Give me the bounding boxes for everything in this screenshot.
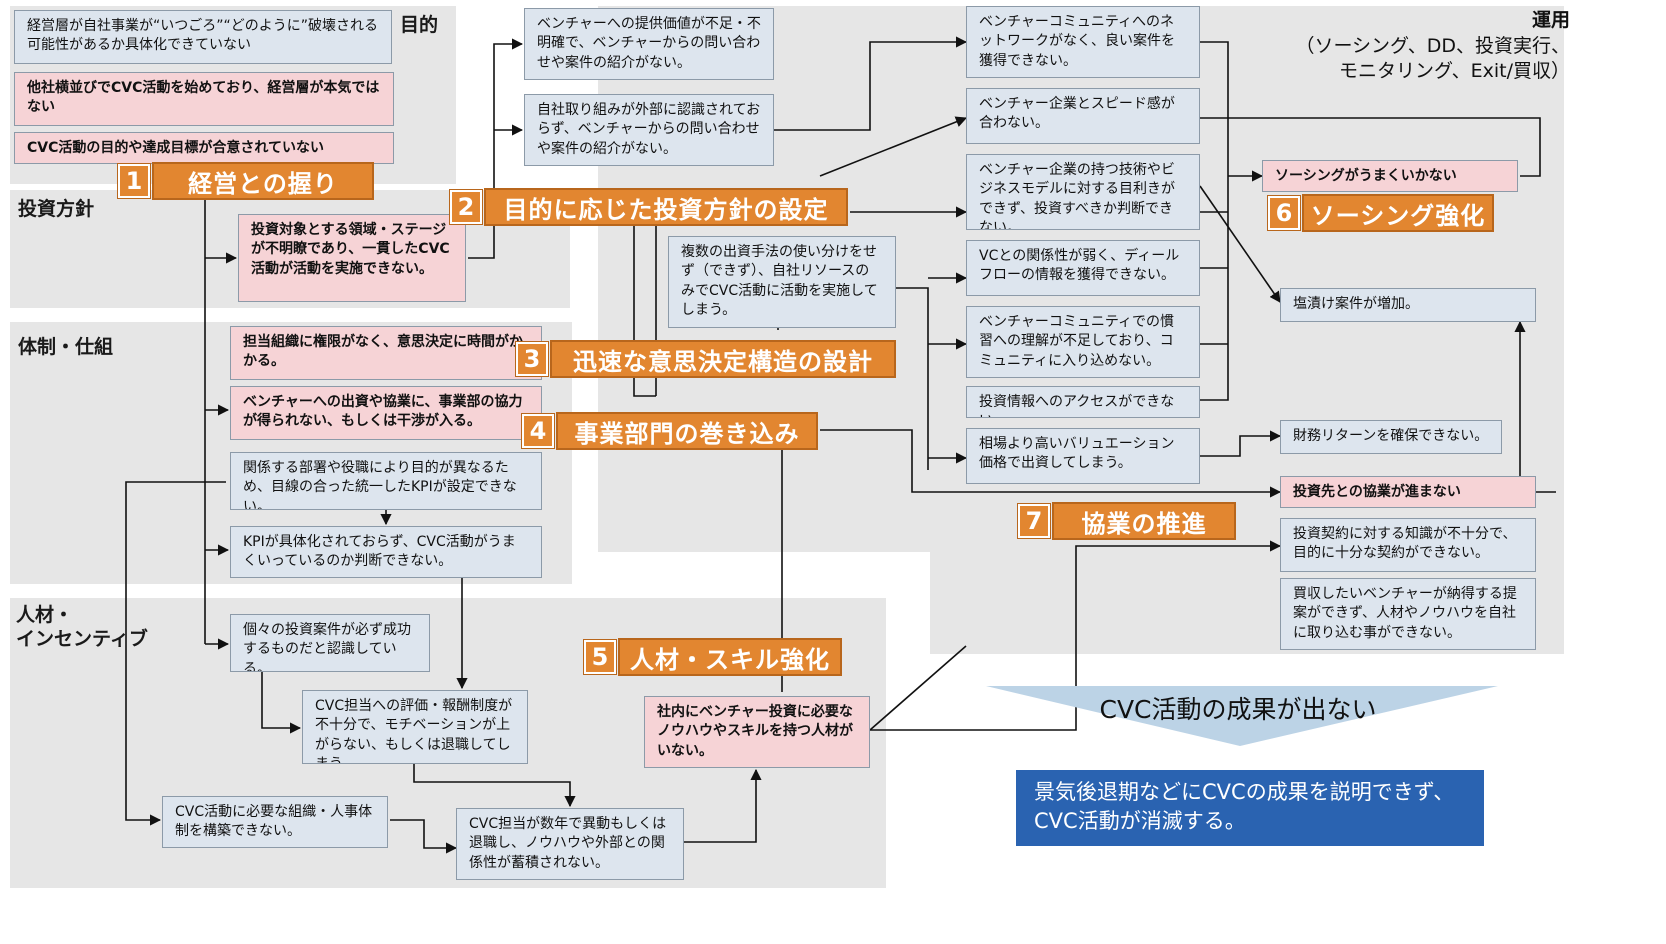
box-talent-4: CVC担当が数年で異動もしくは退職し、ノウハウや外部との関係性が蓄積されない。 bbox=[456, 808, 684, 880]
box-structure-1: 担当組織に権限がなく、意思決定に時間がかかる。 bbox=[230, 326, 542, 380]
region-label-purpose: 目的 bbox=[400, 14, 439, 36]
banner-1-number: 1 bbox=[117, 163, 151, 199]
box-structure-3: 関係する部署や役職により目的が異なるため、目線の合った統一したKPIが設定できな… bbox=[230, 452, 542, 510]
box-ops-5: ベンチャーコミュニティでの慣習への理解が不足しており、コミュニティに入り込めない… bbox=[966, 306, 1200, 378]
banner-4-number: 4 bbox=[521, 413, 555, 449]
box-ops-1: ベンチャーコミュニティへのネットワークがなく、良い案件を獲得できない。 bbox=[966, 6, 1200, 78]
region-label-operations: 運用 （ソーシング、DD、投資実行、 モニタリング、Exit/買収） bbox=[1295, 8, 1570, 85]
box-talent-3: CVC活動に必要な組織・人事体制を構築できない。 bbox=[162, 796, 388, 848]
box-result-1: ソーシングがうまくいかない bbox=[1262, 160, 1518, 192]
banner-6-label: ソーシング強化 bbox=[1302, 194, 1494, 232]
box-ops-4: VCとの関係性が弱く、ディールフローの情報を獲得できない。 bbox=[966, 240, 1200, 296]
box-ops-7: 相場より高いバリュエーション価格で出資してしまう。 bbox=[966, 428, 1200, 484]
box-middle-1: ベンチャーへの提供価値が不足・不明確で、ベンチャーからの問い合わせや案件の紹介が… bbox=[524, 8, 774, 80]
box-result-5: 投資契約に対する知識が不十分で、目的に十分な契約ができない。 bbox=[1280, 518, 1536, 572]
operations-sub2: モニタリング、Exit/買収） bbox=[1338, 60, 1570, 83]
outcome-label: CVC活動の成果が出ない bbox=[1099, 695, 1377, 724]
box-talent-2: CVC担当への評価・報酬制度が不十分で、モチベーションが上がらない、もしくは退職… bbox=[302, 690, 528, 764]
region-label-policy: 投資方針 bbox=[18, 198, 95, 220]
banner-2-number: 2 bbox=[449, 189, 483, 225]
box-structure-4: KPIが具体化されておらず、CVC活動がうまくいっているのか判断できない。 bbox=[230, 526, 542, 578]
box-purpose-1: 経営層が自社事業が“いつごろ”“どのように”破壊される可能性があるか具体化できて… bbox=[14, 10, 392, 64]
box-talent-1: 個々の投資案件が必ず成功するものだと認識している。 bbox=[230, 614, 430, 672]
banner-4-label: 事業部門の巻き込み bbox=[556, 412, 818, 450]
box-purpose-2: 他社横並びでCVC活動を始めており、経営層が本気ではない bbox=[14, 72, 394, 126]
banner-3-label: 迅速な意思決定構造の設計 bbox=[550, 340, 896, 378]
region-label-talent: 人材・ インセンティブ bbox=[16, 604, 148, 650]
box-result-3: 財務リターンを確保できない。 bbox=[1280, 420, 1502, 454]
box-structure-2: ベンチャーへの出資や協業に、事業部の協力が得られない、もしくは干渉が入る。 bbox=[230, 386, 542, 440]
box-ops-3: ベンチャー企業の持つ技術やビジネスモデルに対する目利きができず、投資すべきか判断… bbox=[966, 154, 1200, 230]
outcome-arrow-shape bbox=[986, 686, 1498, 746]
banner-5-label: 人材・スキル強化 bbox=[618, 638, 842, 676]
box-result-6: 買収したいベンチャーが納得する提案ができず、人材やノウハウを自社に取り込む事がで… bbox=[1280, 578, 1536, 650]
box-ops-6: 投資情報へのアクセスができない。 bbox=[966, 386, 1200, 418]
banner-6-number: 6 bbox=[1267, 195, 1301, 231]
box-middle-3: 複数の出資手法の使い分けをせず（できず）、自社リソースのみでCVC活動に活動を実… bbox=[668, 236, 896, 328]
box-result-2: 塩漬け案件が増加。 bbox=[1280, 288, 1536, 322]
box-talent-5: 社内にベンチャー投資に必要なノウハウやスキルを持つ人材がいない。 bbox=[644, 696, 870, 768]
region-label-structure: 体制・仕組 bbox=[18, 336, 114, 358]
banner-7-label: 協業の推進 bbox=[1052, 502, 1236, 540]
final-result-box: 景気後退期などにCVCの成果を説明できず、 CVC活動が消滅する。 bbox=[1016, 770, 1484, 846]
banner-1-label: 経営との握り bbox=[152, 162, 374, 200]
box-result-4: 投資先との協業が進まない bbox=[1280, 476, 1536, 508]
operations-sub1: （ソーシング、DD、投資実行、 bbox=[1295, 34, 1570, 57]
operations-title: 運用 bbox=[1531, 9, 1570, 31]
banner-7-number: 7 bbox=[1017, 503, 1051, 539]
banner-3-number: 3 bbox=[515, 341, 549, 377]
box-policy-1: 投資対象とする領域・ステージが不明瞭であり、一貫したCVC活動が活動を実施できな… bbox=[238, 214, 466, 302]
box-ops-2: ベンチャー企業とスピード感が合わない。 bbox=[966, 88, 1200, 144]
box-middle-2: 自社取り組みが外部に認識されておらず、ベンチャーからの問い合わせや案件の紹介がな… bbox=[524, 94, 774, 166]
banner-5-number: 5 bbox=[583, 639, 617, 675]
box-purpose-3: CVC活動の目的や達成目標が合意されていない bbox=[14, 132, 394, 164]
banner-2-label: 目的に応じた投資方針の設定 bbox=[484, 188, 848, 226]
